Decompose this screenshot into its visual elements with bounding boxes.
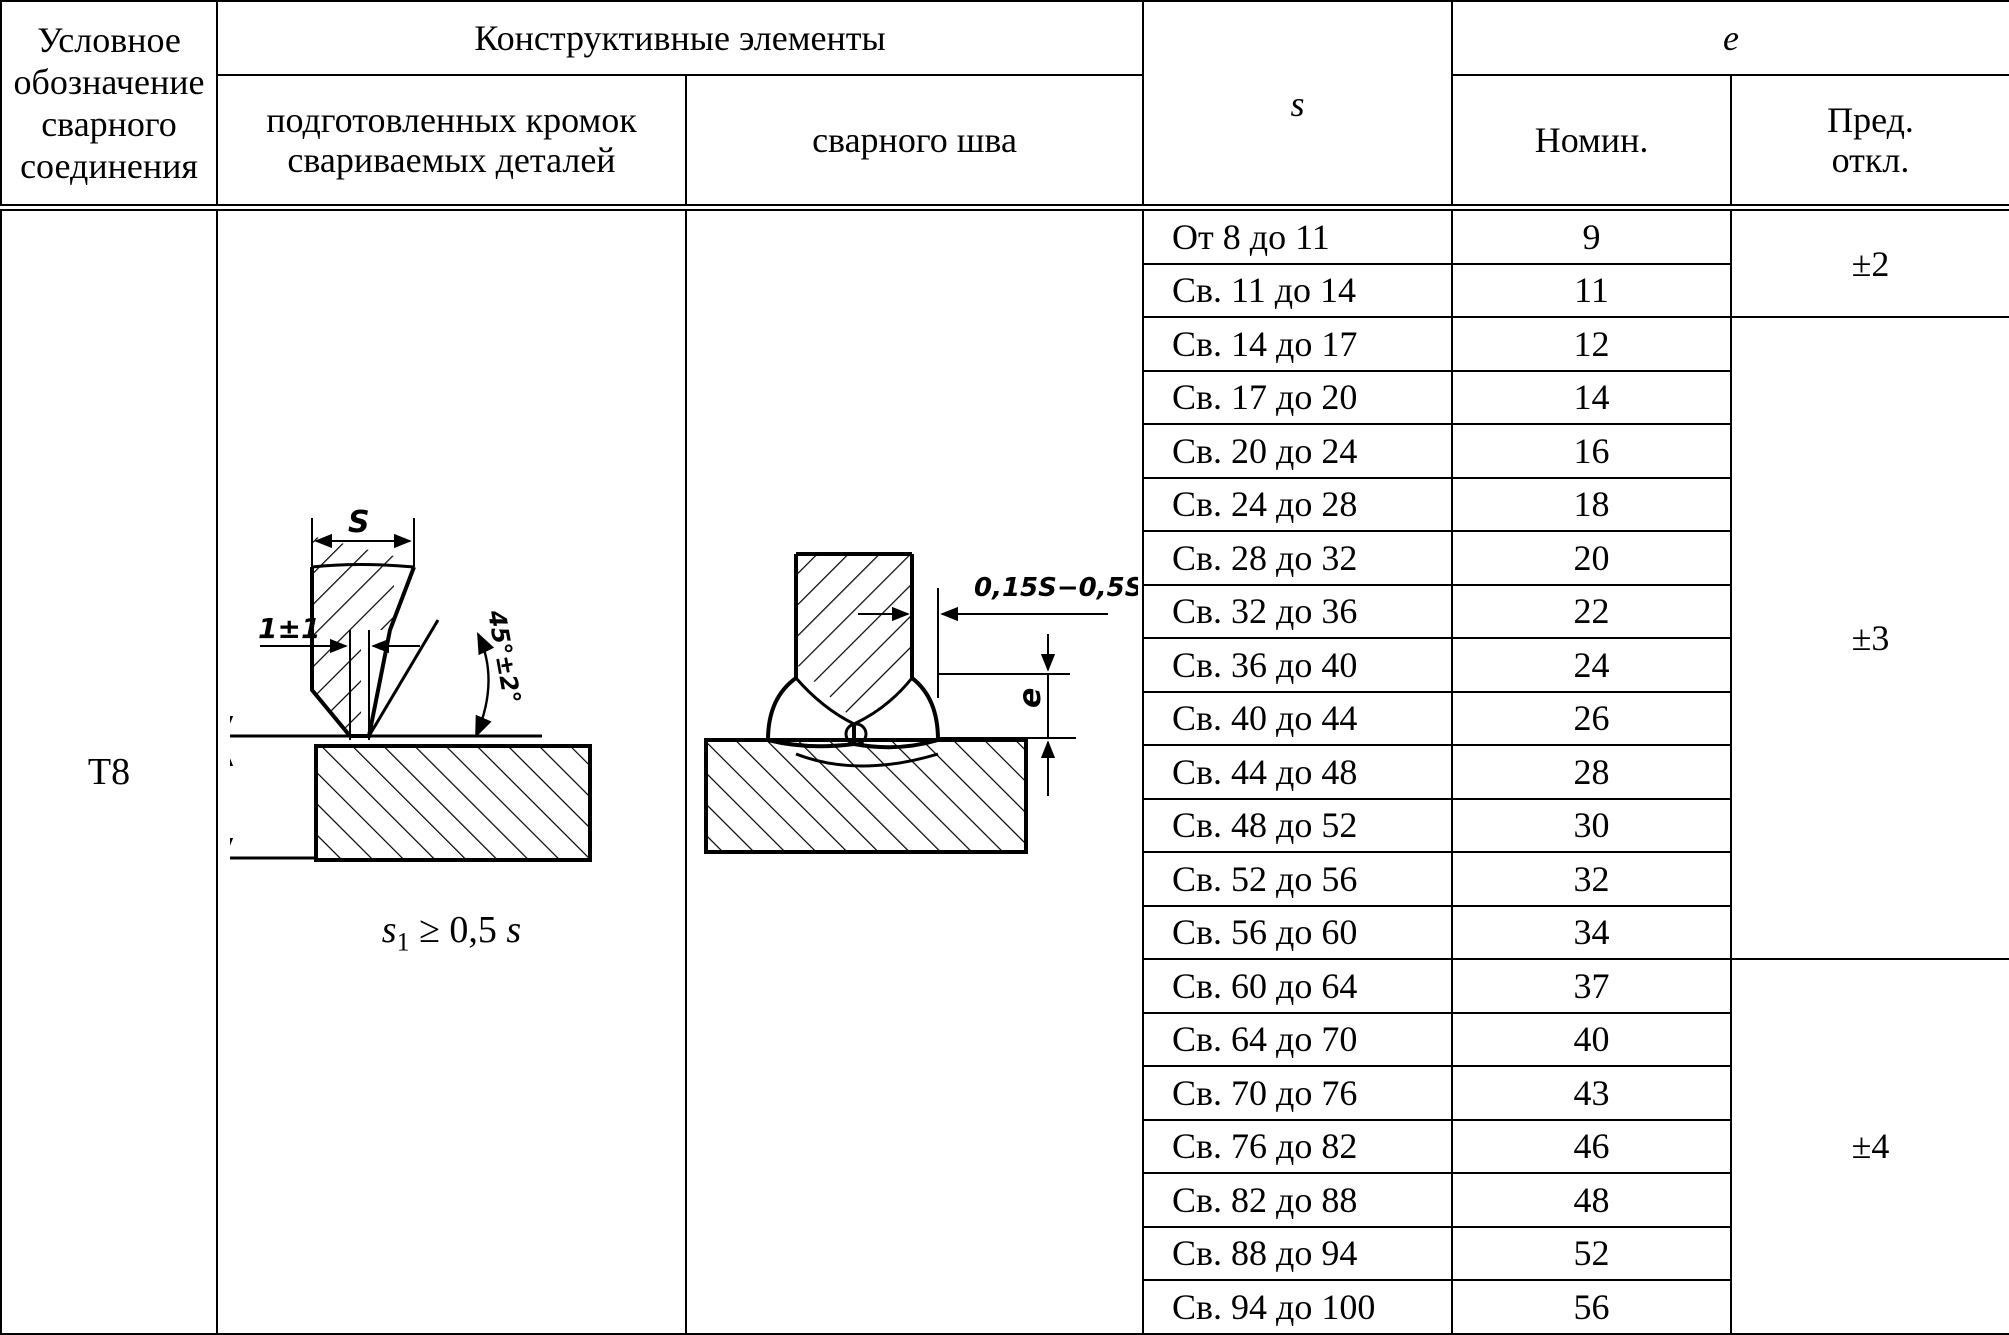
nominal-header: Номин.	[1451, 74, 1733, 211]
structural-elements-header: Конструктивные элементы	[215, 0, 1145, 76]
nominal-e-cell: 9	[1451, 206, 1733, 265]
tolerance-cell: ±4	[1730, 958, 2009, 1335]
thickness-range-cell: Св. 14 до 17	[1142, 316, 1454, 372]
seam-e-label: e	[1013, 688, 1048, 708]
nominal-e-cell: 43	[1451, 1065, 1733, 1121]
thickness-range-cell: Св. 60 до 64	[1142, 958, 1454, 1014]
thickness-range-cell: Св. 32 до 36	[1142, 583, 1454, 639]
vertical-plate-shape	[312, 536, 394, 736]
nominal-e-cell: 52	[1451, 1225, 1733, 1281]
thickness-range-cell: Св. 88 до 94	[1142, 1225, 1454, 1281]
thickness-range-cell: Св. 48 до 52	[1142, 797, 1454, 853]
s1-subscript: 1	[396, 927, 410, 957]
thickness-range-cell: Св. 82 до 88	[1142, 1172, 1454, 1228]
nominal-e-cell: 32	[1451, 851, 1733, 907]
base-plate-shape	[314, 744, 592, 862]
s-symbol: s	[506, 909, 522, 951]
nominal-e-cell: 26	[1451, 690, 1733, 746]
e-header: e	[1451, 0, 2009, 76]
thickness-range-cell: Св. 76 до 82	[1142, 1118, 1454, 1174]
seam-base-plate-shape	[704, 738, 1028, 854]
tolerance-cell: ±2	[1730, 206, 2009, 318]
condition-relation: ≥ 0,5	[409, 909, 507, 951]
nominal-e-cell: 18	[1451, 476, 1733, 532]
header-row-2: подготовленных кромок свариваемых детале…	[1, 74, 2009, 211]
nominal-e-cell: 34	[1451, 904, 1733, 960]
thickness-range-cell: Св. 20 до 24	[1142, 423, 1454, 479]
thickness-range-cell: Св. 36 до 40	[1142, 637, 1454, 693]
nominal-e-cell: 37	[1451, 958, 1733, 1014]
nominal-e-cell: 56	[1451, 1279, 1733, 1335]
thickness-range-cell: Св. 64 до 70	[1142, 1011, 1454, 1067]
thickness-range-cell: Св. 11 до 14	[1142, 262, 1454, 318]
thickness-range-cell: Св. 17 до 20	[1142, 369, 1454, 425]
nominal-e-cell: 11	[1451, 262, 1733, 318]
joint-code-cell: T8	[0, 206, 218, 1335]
joint-code-header: Условное обозначение сварного соединения	[0, 0, 218, 211]
nominal-e-cell: 22	[1451, 583, 1733, 639]
thickness-range-cell: Св. 70 до 76	[1142, 1065, 1454, 1121]
thickness-range-cell: Св. 40 до 44	[1142, 690, 1454, 746]
thickness-range-cell: От 8 до 11	[1142, 206, 1454, 265]
nominal-e-cell: 46	[1451, 1118, 1733, 1174]
tolerance-cell: ±3	[1730, 316, 2009, 960]
nominal-e-cell: 12	[1451, 316, 1733, 372]
nominal-e-cell: 24	[1451, 637, 1733, 693]
weld-seam-header: сварного шва	[684, 74, 1145, 211]
s1-condition: s1 ≥ 0,5 s	[217, 908, 686, 958]
nominal-e-cell: 14	[1451, 369, 1733, 425]
thickness-s-header: s	[1142, 0, 1454, 211]
nominal-e-cell: 20	[1451, 530, 1733, 586]
thickness-range-cell: Св. 56 до 60	[1142, 904, 1454, 960]
nominal-e-cell: 48	[1451, 1172, 1733, 1228]
s1-symbol: s	[381, 909, 397, 951]
prepared-edges-header: подготовленных кромок свариваемых детале…	[216, 74, 687, 211]
thickness-range-cell: Св. 24 до 28	[1142, 476, 1454, 532]
nominal-e-cell: 40	[1451, 1011, 1733, 1067]
nominal-e-cell: 28	[1451, 744, 1733, 800]
thickness-range-cell: Св. 44 до 48	[1142, 744, 1454, 800]
edge-s-label: S	[348, 505, 370, 540]
thickness-range-cell: Св. 94 до 100	[1142, 1279, 1454, 1335]
seam-vertical-plate-shape	[796, 554, 912, 724]
thickness-range-cell: Св. 52 до 56	[1142, 851, 1454, 907]
prepared-edges-drawing: S 1±1 45°±2° 2 +1 −2 S1	[230, 505, 592, 862]
nominal-e-cell: 30	[1451, 797, 1733, 853]
tolerance-header: Пред. откл.	[1730, 74, 2009, 211]
header-row-1: Условное обозначение сварного соединения…	[0, 0, 2009, 211]
thickness-range-cell: Св. 28 до 32	[1142, 530, 1454, 586]
seam-dim-label: 0,15S−0,5S	[974, 573, 1138, 603]
nominal-e-cell: 16	[1451, 423, 1733, 479]
edge-gap-label: 1±1	[258, 612, 320, 645]
weld-seam-drawing: 0,15S−0,5S e	[704, 552, 1138, 854]
